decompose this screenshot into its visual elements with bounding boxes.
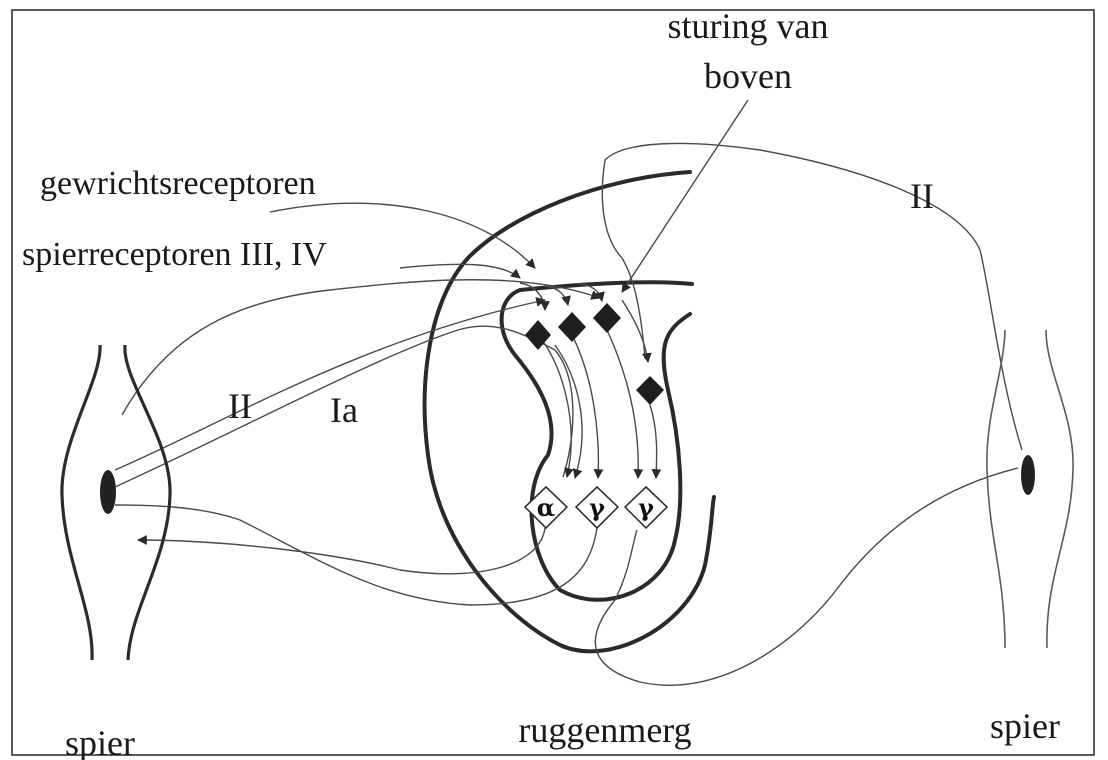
connection-3 [572, 335, 598, 478]
muscle-receptors-label: spierreceptoren III, IV [22, 236, 327, 273]
right-muscle-outline-left [987, 330, 1005, 648]
fiber-II-right-line [602, 143, 1022, 450]
left-muscle-outline-left [62, 345, 100, 660]
fiber-II-left-label: II [228, 386, 252, 426]
left-muscle-outline-right [125, 345, 170, 660]
muscle-left-label: spier [65, 723, 135, 760]
connection-4 [607, 330, 638, 478]
right-muscle-outline-right [1046, 330, 1073, 648]
top-control-label-line2: boven [704, 56, 792, 96]
left-muscle-spindle [100, 470, 116, 514]
right-muscle-spindle [1021, 455, 1035, 495]
muscle-right-label: spier [990, 706, 1060, 746]
receptor-fiber-upper-arc [122, 280, 600, 415]
interneuron-3 [593, 303, 621, 333]
top-control-arrow [622, 100, 748, 292]
joint-receptors-label: gewrichtsreceptoren [40, 165, 316, 202]
gamma-efferent-to-muscle [115, 505, 597, 605]
gamma-label-1: γ [589, 493, 605, 522]
alpha-label: α [537, 493, 555, 522]
alpha-efferent-to-muscle [138, 528, 545, 574]
connection-1 [538, 335, 571, 477]
gamma-label-2: γ [638, 493, 654, 522]
top-control-label-line1: sturing van [668, 6, 829, 46]
spinal-cord-label: ruggenmerg [518, 710, 691, 750]
interneuron-2 [558, 312, 586, 342]
fiber-Ia-label: Ia [330, 390, 358, 430]
fiber-II-right-label: II [910, 176, 934, 216]
interneuron-4 [636, 376, 664, 405]
connection-5 [650, 405, 657, 478]
